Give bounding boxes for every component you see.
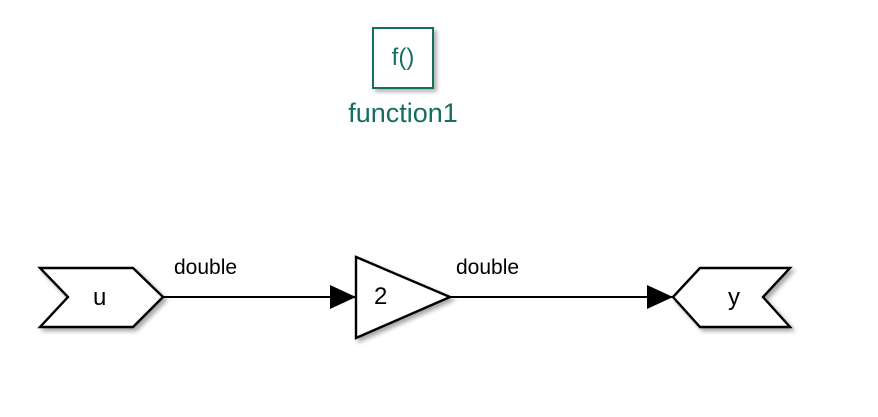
signal-line-inport-to-gain[interactable] — [163, 285, 356, 309]
function-block-label: function1 — [348, 98, 458, 128]
arrowhead-icon — [330, 285, 356, 309]
outport-block-label: y — [728, 284, 740, 311]
inport-block-shape[interactable] — [37, 266, 165, 329]
outport-block-shape[interactable] — [671, 266, 793, 329]
signal-label-1: double — [174, 256, 238, 279]
arrowhead-icon — [647, 285, 673, 309]
gain-block-label: 2 — [374, 283, 388, 310]
function-icon: f() — [391, 44, 415, 71]
signal-line-gain-to-outport[interactable] — [450, 285, 673, 309]
signal-label-2: double — [456, 256, 520, 279]
gain-block-shape[interactable] — [354, 255, 454, 340]
function-block[interactable]: f() — [372, 27, 434, 89]
inport-block-label: u — [93, 284, 107, 311]
